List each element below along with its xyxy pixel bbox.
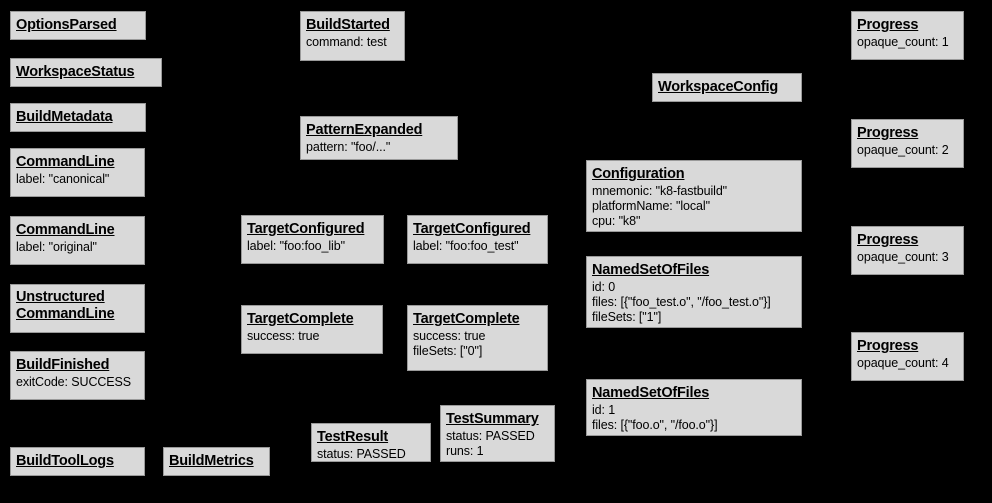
event-node-title: TestSummary bbox=[446, 411, 539, 427]
event-node-target-configured-foo-lib[interactable]: TargetConfigured label: "foo:foo_lib" bbox=[241, 215, 384, 264]
event-node-field: success: true bbox=[247, 329, 320, 344]
event-node-command-line-original[interactable]: CommandLine label: "original" bbox=[10, 216, 145, 265]
event-node-fields: label: "canonical" bbox=[16, 172, 139, 187]
event-node-field: opaque_count: 3 bbox=[857, 250, 949, 265]
event-node-progress-2[interactable]: Progress opaque_count: 2 bbox=[851, 119, 964, 168]
event-node-field: files: [{"foo.o", "/foo.o"}] bbox=[592, 417, 718, 432]
event-node-fields: label: "foo:foo_test" bbox=[413, 239, 542, 254]
event-node-field: files: [{"foo_test.o", "/foo_test.o"}] bbox=[592, 294, 771, 309]
event-node-progress-3[interactable]: Progress opaque_count: 3 bbox=[851, 226, 964, 275]
event-node-field: opaque_count: 2 bbox=[857, 143, 949, 158]
event-node-title: Progress bbox=[857, 125, 919, 141]
event-node-fields: mnemonic: "k8-fastbuild"platformName: "l… bbox=[592, 184, 796, 228]
event-node-title: TargetConfigured bbox=[413, 221, 531, 237]
event-node-title: PatternExpanded bbox=[306, 122, 423, 138]
event-node-build-finished[interactable]: BuildFinished exitCode: SUCCESS bbox=[10, 351, 145, 400]
event-node-build-tool-logs[interactable]: BuildToolLogs bbox=[10, 447, 145, 476]
event-node-unstructured-command-line[interactable]: Unstructured CommandLine bbox=[10, 284, 145, 333]
event-node-fields: pattern: "foo/..." bbox=[306, 140, 452, 155]
event-node-field: fileSets: ["1"] bbox=[592, 309, 662, 324]
event-node-fields: label: "foo:foo_lib" bbox=[247, 239, 378, 254]
event-node-field: status: PASSED bbox=[446, 429, 535, 444]
event-node-field: label: "foo:foo_test" bbox=[413, 239, 519, 254]
event-node-options-parsed[interactable]: OptionsParsed bbox=[10, 11, 146, 40]
event-node-title: Progress bbox=[857, 17, 919, 33]
event-node-title: TargetConfigured bbox=[247, 221, 365, 237]
event-node-fields: status: PASSED bbox=[317, 447, 425, 462]
event-node-fields: opaque_count: 3 bbox=[857, 250, 958, 265]
event-node-title: TestResult bbox=[317, 429, 389, 445]
event-node-field: id: 1 bbox=[592, 403, 616, 418]
event-node-field: command: test bbox=[306, 35, 387, 50]
event-node-field: success: true bbox=[413, 329, 486, 344]
event-node-field: label: "original" bbox=[16, 240, 97, 255]
event-node-field: exitCode: SUCCESS bbox=[16, 375, 132, 390]
event-node-workspace-config[interactable]: WorkspaceConfig bbox=[652, 73, 802, 102]
event-node-target-configured-foo-test[interactable]: TargetConfigured label: "foo:foo_test" bbox=[407, 215, 548, 264]
event-node-build-metadata[interactable]: BuildMetadata bbox=[10, 103, 146, 132]
event-node-fields: opaque_count: 4 bbox=[857, 356, 958, 371]
event-node-field: mnemonic: "k8-fastbuild" bbox=[592, 184, 728, 199]
event-node-progress-4[interactable]: Progress opaque_count: 4 bbox=[851, 332, 964, 381]
event-node-field: label: "foo:foo_lib" bbox=[247, 239, 345, 254]
event-node-test-result[interactable]: TestResult status: PASSED bbox=[311, 423, 431, 462]
event-node-title: BuildMetadata bbox=[16, 109, 113, 125]
event-node-fields: exitCode: SUCCESS bbox=[16, 375, 139, 390]
event-node-pattern-expanded[interactable]: PatternExpanded pattern: "foo/..." bbox=[300, 116, 458, 160]
event-node-title: BuildStarted bbox=[306, 17, 390, 33]
event-node-workspace-status[interactable]: WorkspaceStatus bbox=[10, 58, 162, 87]
event-node-build-metrics[interactable]: BuildMetrics bbox=[163, 447, 270, 476]
event-node-target-complete-lib[interactable]: TargetComplete success: true bbox=[241, 305, 383, 354]
event-node-fields: label: "original" bbox=[16, 240, 139, 255]
event-node-title: CommandLine bbox=[16, 222, 115, 238]
event-node-title: BuildFinished bbox=[16, 357, 110, 373]
event-node-fields: opaque_count: 1 bbox=[857, 35, 958, 50]
event-node-configuration[interactable]: Configuration mnemonic: "k8-fastbuild"pla… bbox=[586, 160, 802, 232]
event-node-fields: command: test bbox=[306, 35, 399, 50]
event-node-title: WorkspaceStatus bbox=[16, 64, 135, 80]
event-node-title: Progress bbox=[857, 232, 919, 248]
event-node-title: TargetComplete bbox=[413, 311, 520, 327]
event-node-field: opaque_count: 4 bbox=[857, 356, 949, 371]
event-node-field: id: 0 bbox=[592, 280, 616, 295]
event-node-field: runs: 1 bbox=[446, 443, 484, 458]
event-node-title: BuildToolLogs bbox=[16, 453, 114, 469]
event-node-title: WorkspaceConfig bbox=[658, 79, 779, 95]
event-node-field: fileSets: ["0"] bbox=[413, 343, 483, 358]
event-node-field: cpu: "k8" bbox=[592, 213, 641, 228]
event-node-fields: opaque_count: 2 bbox=[857, 143, 958, 158]
event-node-command-line-canonical[interactable]: CommandLine label: "canonical" bbox=[10, 148, 145, 197]
event-node-build-started[interactable]: BuildStarted command: test bbox=[300, 11, 405, 61]
event-node-field: pattern: "foo/..." bbox=[306, 140, 391, 155]
event-node-field: label: "canonical" bbox=[16, 172, 110, 187]
event-node-title: NamedSetOfFiles bbox=[592, 385, 710, 401]
event-node-progress-1[interactable]: Progress opaque_count: 1 bbox=[851, 11, 964, 60]
event-node-title: Progress bbox=[857, 338, 919, 354]
event-node-title: TargetComplete bbox=[247, 311, 354, 327]
event-node-field: platformName: "local" bbox=[592, 198, 710, 213]
event-node-title: Configuration bbox=[592, 166, 685, 182]
event-node-title: NamedSetOfFiles bbox=[592, 262, 710, 278]
event-node-field: status: PASSED bbox=[317, 447, 406, 462]
event-node-title: BuildMetrics bbox=[169, 453, 254, 469]
event-node-field: opaque_count: 1 bbox=[857, 35, 949, 50]
event-node-title: CommandLine bbox=[16, 154, 115, 170]
event-node-fields: success: true bbox=[247, 329, 377, 344]
event-node-title: Unstructured CommandLine bbox=[16, 289, 115, 323]
event-node-title: OptionsParsed bbox=[16, 17, 117, 33]
